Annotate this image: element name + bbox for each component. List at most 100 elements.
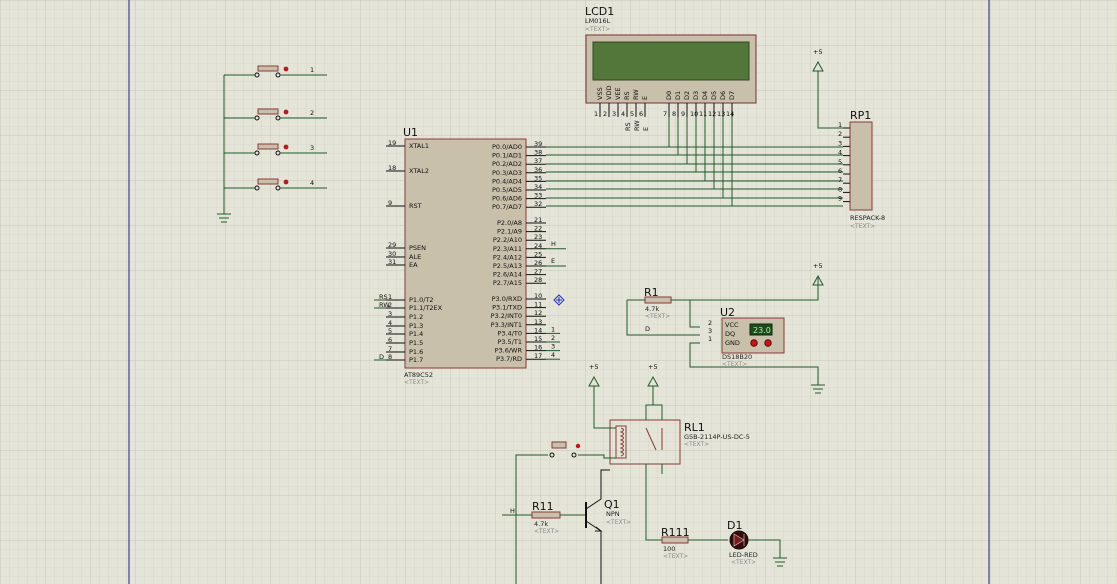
- u2-net-label: D: [645, 325, 650, 333]
- u1-pin-name: P0.3/AD3: [492, 169, 522, 177]
- u1-pin-name: PSEN: [409, 244, 426, 252]
- u1-pin-num: 29: [388, 241, 396, 249]
- rp1-pin-num: 5: [838, 158, 842, 166]
- u1-body: [404, 138, 527, 369]
- power-symbols: +5+5+5+5: [588, 48, 824, 389]
- push-button-3[interactable]: 3: [224, 143, 327, 156]
- push-button-label: 1: [310, 66, 314, 74]
- keypad-buttons[interactable]: 1 2 3 4: [224, 65, 327, 191]
- lcd1-pin-num: 12: [708, 110, 716, 118]
- r11-body: [531, 511, 561, 519]
- push-button-1[interactable]: 1: [224, 65, 327, 78]
- u1-pin-name: P0.1/AD1: [492, 152, 522, 160]
- push-button-cap: [257, 178, 279, 185]
- q1-transistor[interactable]: Q1 NPN <TEXT>: [585, 469, 631, 584]
- lcd1-pin-name: D4: [701, 91, 709, 100]
- u1-pin-name: P2.1/A9: [497, 228, 522, 236]
- u1-p3-net-label: 2: [551, 334, 555, 342]
- lcd1-pin-num: 11: [699, 110, 707, 118]
- u1-left-net-label: D: [379, 353, 384, 361]
- r1-ref: R1: [644, 286, 659, 299]
- d1-led[interactable]: D1 LED-RED <TEXT>: [727, 519, 787, 567]
- u1-pin-num: 21: [534, 216, 542, 224]
- u1-pin-num: 27: [534, 268, 542, 276]
- d1-part: LED-RED: [729, 551, 758, 559]
- u2-ref: U2: [720, 306, 735, 319]
- r1-body: [644, 296, 672, 304]
- u1-pin-name: P3.4/T0: [497, 329, 522, 337]
- relay-push-button[interactable]: [515, 441, 616, 584]
- u1-pin-num: 14: [534, 326, 542, 334]
- u1-part: AT89C52: [404, 371, 433, 379]
- lcd1-pin-name: VEE: [614, 87, 622, 100]
- r1-resistor[interactable]: R1 4.7k <TEXT>: [626, 276, 825, 394]
- u1-pin-name: RST: [409, 202, 422, 210]
- u1-pin-num: 19: [388, 139, 396, 147]
- push-button-2[interactable]: 2: [224, 108, 327, 121]
- lcd1-ref: LCD1: [585, 5, 614, 18]
- u1-left-net-label: RS: [379, 293, 388, 301]
- data-bus: [546, 117, 843, 207]
- u1-pin-num: 4: [388, 319, 392, 327]
- u1-pin-num: 2: [388, 301, 392, 309]
- u1-p3-net-label: 3: [551, 343, 555, 351]
- push-button-label: 2: [310, 109, 314, 117]
- r111-ref: R111: [661, 526, 690, 539]
- u1-pin-num: 30: [388, 250, 396, 258]
- lcd1-pin-num: 1: [594, 110, 598, 118]
- lcd1[interactable]: LCD1 LM016L <TEXT> VSS1VDD2VEE3RS4RW5E6D…: [585, 5, 757, 131]
- u2-ds18b20[interactable]: U2 VCC DQ GND 2 3 1 23.0 DS18B20 <TEXT> …: [645, 306, 785, 368]
- u1-pin-name: EA: [409, 261, 418, 269]
- u1-pin-name: P1.4: [409, 330, 423, 338]
- u2-button-up[interactable]: [764, 339, 772, 347]
- r11-ref: R11: [532, 500, 554, 513]
- u1-pin-num: 11: [534, 301, 542, 309]
- relay-button-body: [551, 441, 567, 449]
- u1-pin-num: 3: [388, 310, 392, 318]
- q1-text: <TEXT>: [606, 519, 631, 526]
- u1-pin-name: P3.6/WR: [495, 347, 523, 355]
- lcd1-pin-num: 10: [690, 110, 698, 118]
- u1-pin-name: P1.1/T2EX: [409, 304, 443, 312]
- q1-part: NPN: [606, 510, 620, 518]
- rp1-pin-num: 4: [838, 149, 842, 157]
- r11-resistor[interactable]: R11 4.7k <TEXT> H: [502, 500, 585, 535]
- rl1-text: <TEXT>: [684, 441, 709, 448]
- u1-pin-name: P3.1/TXD: [492, 304, 522, 312]
- u1-pin-num: 37: [534, 157, 542, 165]
- rl1-coil: [615, 425, 627, 459]
- u1-pin-num: 1: [388, 293, 392, 301]
- rl1-relay[interactable]: RL1 G5B-2114P-US-DC-5 <TEXT>: [593, 387, 750, 541]
- rp1-body: [849, 121, 873, 211]
- u1-pin-name: P2.7/A15: [493, 279, 522, 287]
- u1-pin-num: 34: [534, 183, 542, 191]
- rp1-text: <TEXT>: [850, 223, 875, 230]
- lcd1-pin-num: 8: [672, 110, 676, 118]
- u1-pin-num: 9: [388, 199, 392, 207]
- push-button-label: 3: [310, 144, 314, 152]
- u1-pin-num: 6: [388, 336, 392, 344]
- r1-text: <TEXT>: [645, 313, 670, 320]
- u2-button-down[interactable]: [750, 339, 758, 347]
- push-button-4[interactable]: 4: [224, 178, 327, 191]
- push-button-label: 4: [310, 179, 314, 187]
- lcd1-pin-name: RS: [623, 91, 631, 100]
- lcd1-net-label: E: [642, 127, 650, 131]
- u2-display: [749, 323, 773, 336]
- rp1-pin-num: 8: [838, 185, 842, 193]
- lcd1-pin-num: 14: [726, 110, 734, 118]
- u1-pin-name: XTAL1: [409, 142, 429, 150]
- u1-pin-num: 10: [534, 292, 542, 300]
- u1-left-net-label: RW: [379, 301, 390, 309]
- u2-pinnum-1: 1: [708, 335, 712, 343]
- u1-pin-name: P1.6: [409, 348, 423, 356]
- u1-pin-num: 39: [534, 140, 542, 148]
- rp1-pin-num: 7: [838, 176, 842, 184]
- u1-pin-num: 16: [534, 344, 542, 352]
- r111-resistor[interactable]: R111 100 <TEXT>: [661, 526, 728, 560]
